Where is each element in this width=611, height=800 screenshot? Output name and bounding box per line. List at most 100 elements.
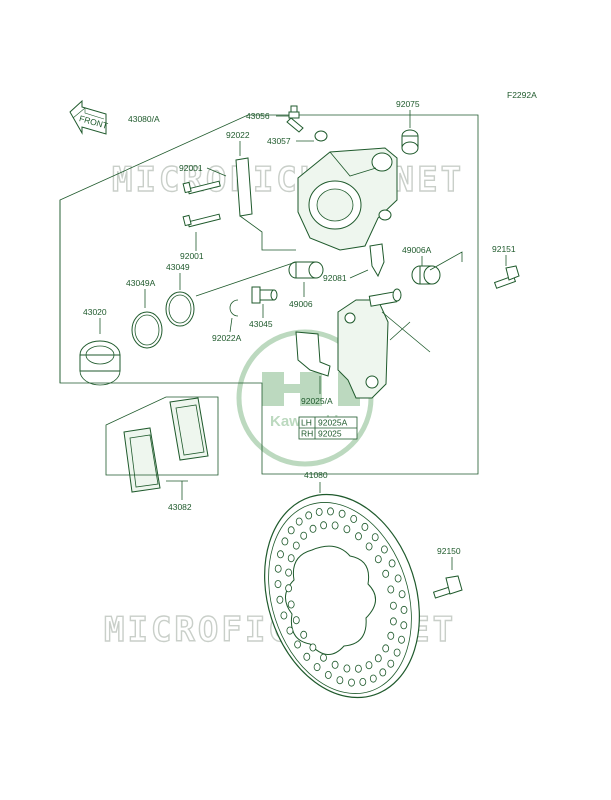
disc-hole (365, 542, 373, 551)
disc-hole (287, 554, 295, 563)
disc-hole (359, 678, 367, 687)
disc-hole (400, 621, 408, 630)
disc-hole (313, 663, 321, 672)
caliper-body (297, 147, 398, 251)
table-part-lh: 92025A (318, 418, 348, 428)
brake-pad-front (123, 427, 161, 493)
caliper-assembly-outline (59, 114, 479, 475)
disc-hole (287, 526, 295, 535)
disc-hole (287, 600, 295, 609)
disc-hole (324, 671, 332, 680)
disc-hole (336, 676, 344, 685)
plate-92022 (235, 157, 253, 217)
label-49006: 49006 (289, 299, 313, 309)
figure-code: F2292A (507, 90, 537, 100)
disc-hole (274, 580, 282, 589)
disc-hole (274, 564, 282, 573)
disc-hole (277, 550, 284, 559)
label-43049: 43049 (166, 262, 190, 272)
disc-hole (389, 601, 397, 610)
bolt-92001-bottom (182, 213, 221, 228)
label-92001-bottom: 92001 (180, 251, 204, 261)
disc-hole (303, 652, 311, 661)
piston-43020 (79, 340, 121, 386)
label-43045: 43045 (249, 319, 273, 329)
disc-hole (300, 531, 308, 540)
disc-hole (398, 590, 406, 599)
label-92075: 92075 (396, 99, 420, 109)
label-43082: 43082 (168, 502, 192, 512)
caliper-bracket (337, 288, 402, 399)
spring-92081 (369, 243, 385, 278)
label-92025A: 92025/A (301, 396, 333, 406)
disc-hole (281, 537, 289, 546)
disc-hole (374, 555, 382, 564)
sleeve-49006A (411, 265, 441, 285)
disc-hole (387, 585, 395, 594)
disc-hole (387, 659, 395, 668)
disc-hole (382, 644, 390, 653)
disc-hole (305, 511, 313, 520)
front-arrow-icon: FRONT (69, 99, 109, 135)
label-92151: 92151 (492, 244, 516, 254)
label-92081: 92081 (323, 273, 347, 283)
disc-hole (343, 525, 351, 534)
disc-hole (292, 541, 300, 550)
disc-hole (280, 611, 288, 620)
disc-hole (338, 509, 346, 518)
disc-hole (400, 605, 408, 614)
disc-hole (355, 532, 362, 541)
disc-hole (365, 661, 373, 670)
disc-hole (292, 616, 300, 625)
table-side-lh: LH (301, 418, 312, 428)
disc-hole (348, 678, 355, 687)
disc-hole (276, 595, 284, 604)
disc-hole (371, 533, 379, 542)
disc-hole (354, 664, 362, 673)
bolt-92151 (493, 265, 520, 289)
label-43049A: 43049A (126, 278, 156, 288)
pad-spring-92025 (295, 331, 331, 377)
bleeder-cap (314, 130, 328, 142)
disc-hole (309, 643, 317, 652)
pad-bracket-outline (105, 396, 219, 476)
disc-hole (393, 648, 401, 657)
label-92001-top: 92001 (179, 163, 203, 173)
pin-43045 (251, 286, 278, 304)
disc-hole (286, 626, 294, 635)
disc-hole (389, 617, 397, 626)
disc-hole (388, 559, 396, 568)
bolt-92001-top (182, 180, 221, 195)
brake-disc-41080 (264, 493, 420, 699)
boot-92075 (401, 129, 419, 155)
disc-hole (309, 524, 317, 533)
disc-hole (398, 635, 405, 644)
disc-hole (327, 507, 334, 516)
disc-holes (274, 507, 408, 687)
disc-hole (350, 515, 358, 524)
label-43020: 43020 (83, 307, 107, 317)
bolt-92150 (432, 575, 463, 599)
disc-hole (294, 640, 302, 649)
disc-hole (369, 674, 377, 683)
seal-43049 (165, 291, 195, 327)
watermark-text-top: MICROFICHES.NET (112, 160, 464, 200)
label-41080: 41080 (304, 470, 328, 480)
label-92022A: 92022A (212, 333, 242, 343)
disc-hole (394, 574, 402, 583)
disc-hole (361, 522, 369, 531)
disc-hole (331, 521, 339, 530)
label-49006A: 49006A (402, 245, 432, 255)
disc-hole (285, 584, 293, 593)
disc-hole (379, 668, 387, 677)
label-92150: 92150 (437, 546, 461, 556)
disc-hole (380, 545, 388, 554)
label-43080A: 43080/A (128, 114, 160, 124)
disc-hole (300, 630, 308, 639)
disc-hole (285, 568, 293, 577)
label-43056: 43056 (246, 111, 270, 121)
clip-92022A (229, 299, 239, 317)
label-43057: 43057 (267, 136, 291, 146)
sleeve-49006 (288, 261, 324, 279)
